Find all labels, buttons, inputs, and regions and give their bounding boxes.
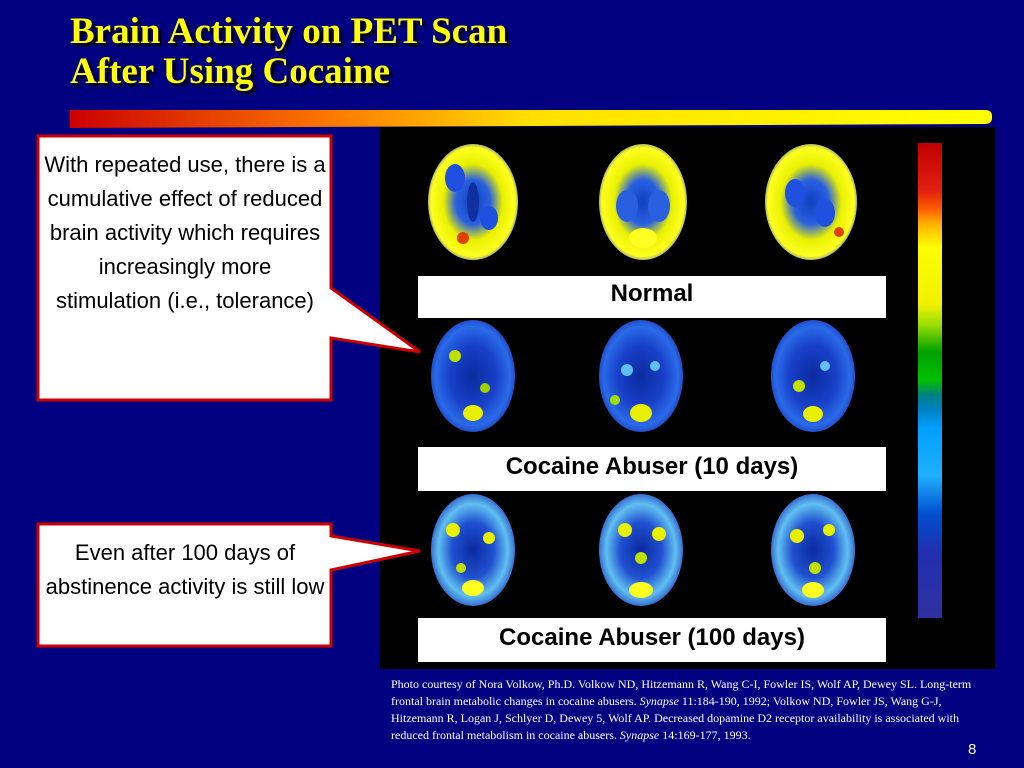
abuser100-scan-3 bbox=[771, 494, 855, 606]
label-normal: Normal bbox=[418, 276, 886, 318]
abuser10-scan-3 bbox=[771, 320, 855, 432]
photo-credit: Photo courtesy of Nora Volkow, Ph.D. Vol… bbox=[391, 677, 972, 742]
abuser10-scan-2 bbox=[599, 320, 683, 432]
title-line-2: After Using Cocaine bbox=[70, 51, 390, 92]
normal-scan-2 bbox=[599, 144, 687, 260]
slide-title: Brain Activity on PET Scan After Using C… bbox=[70, 12, 507, 92]
callout-abstinence-text: Even after 100 days of abstinence activi… bbox=[45, 540, 325, 599]
pet-scan-images bbox=[428, 144, 857, 606]
label-abuser-100-days: Cocaine Abuser (100 days) bbox=[418, 618, 886, 662]
normal-scan-3 bbox=[765, 144, 857, 260]
activity-color-scale bbox=[918, 143, 942, 618]
callout-abstinence-shape bbox=[36, 522, 421, 648]
abuser100-scan-2 bbox=[599, 494, 683, 606]
abuser100-scan-1 bbox=[431, 494, 515, 606]
abuser10-scan-1 bbox=[431, 320, 515, 432]
normal-scan-1 bbox=[428, 144, 518, 260]
callout-tolerance-text: With repeated use, there is a cumulative… bbox=[44, 152, 326, 313]
title-line-1: Brain Activity on PET Scan bbox=[70, 11, 508, 52]
label-abuser-10-days: Cocaine Abuser (10 days) bbox=[418, 447, 886, 491]
page-number: 8 bbox=[968, 741, 977, 758]
title-underline-rule bbox=[70, 110, 992, 128]
callout-tolerance-shape bbox=[36, 134, 421, 402]
